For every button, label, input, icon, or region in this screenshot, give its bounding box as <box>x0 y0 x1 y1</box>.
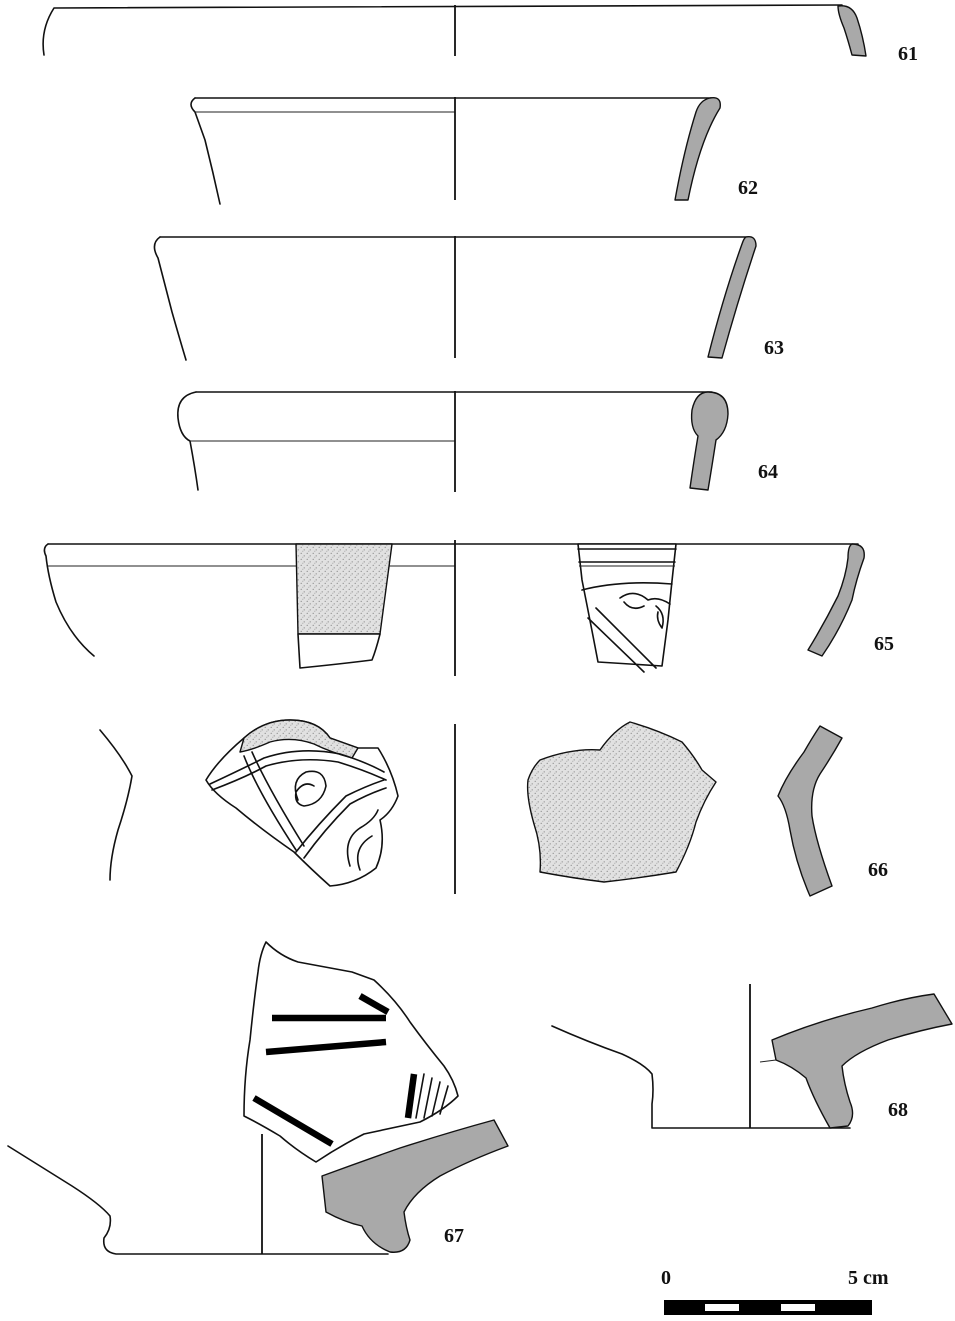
vessel-64-section <box>689 391 729 491</box>
vessel-63-profile <box>153 236 187 361</box>
vessel-67-paint-stroke <box>404 1073 418 1119</box>
vessel-65-exterior-sherd-base <box>297 633 381 669</box>
vessel-66-drawing <box>99 719 843 897</box>
vessel-65-exterior-slip <box>295 543 393 635</box>
vessel-61-section <box>837 5 867 57</box>
vessel-67-number: 67 <box>444 1225 464 1247</box>
vessel-62-profile <box>190 97 221 205</box>
vessel-64-number: 64 <box>758 461 778 483</box>
vessel-65-section <box>807 543 865 657</box>
vessel-68-drawing <box>551 984 953 1129</box>
vessel-63-number: 63 <box>764 337 784 359</box>
scale-bar-segment <box>781 1304 815 1311</box>
vessel-63-drawing <box>153 236 757 361</box>
vessel-64-profile <box>177 391 199 491</box>
vessel-67-section <box>321 1119 509 1253</box>
vessel-66-profile <box>99 729 133 881</box>
scale-bar-end-label: 5 cm <box>848 1267 889 1289</box>
scale-bar-start-label: 0 <box>661 1267 671 1289</box>
vessel-67-paint-stroke <box>265 1038 387 1056</box>
vessel-63-section <box>707 236 757 359</box>
vessel-67-paint-hatching <box>415 1073 449 1119</box>
vessel-67-paint-stroke <box>358 993 390 1015</box>
vessel-67-profile <box>7 1145 389 1255</box>
vessel-62-number: 62 <box>738 177 758 199</box>
vessel-65-number: 65 <box>874 633 894 655</box>
scale-bar-segment <box>705 1304 739 1311</box>
vessel-61-number: 61 <box>898 43 918 65</box>
vessel-67-painted-sherd <box>243 941 459 1163</box>
vessel-66-exterior-sherd <box>205 719 399 887</box>
vessel-68-section <box>771 993 953 1129</box>
vessel-62-section <box>674 97 721 201</box>
scale-bar <box>664 1300 872 1315</box>
vessel-64-drawing <box>177 391 729 492</box>
vessel-67-drawing <box>7 941 509 1255</box>
vessel-65-profile <box>43 543 95 657</box>
vessel-66-interior-sherd <box>526 721 717 883</box>
vessel-68-number: 68 <box>888 1099 908 1121</box>
vessel-61-drawing <box>42 4 867 57</box>
vessel-62-drawing <box>190 97 721 205</box>
vessel-67-paint-stroke <box>252 1095 334 1147</box>
vessel-66-number: 66 <box>868 859 888 881</box>
vessel-68-break-line <box>759 1059 777 1063</box>
vessel-68-profile <box>551 1025 851 1129</box>
vessel-65-drawing <box>43 540 865 676</box>
vessel-66-section <box>777 725 843 897</box>
scale-bar-frame <box>664 1300 872 1315</box>
vessel-61-profile <box>42 4 843 56</box>
